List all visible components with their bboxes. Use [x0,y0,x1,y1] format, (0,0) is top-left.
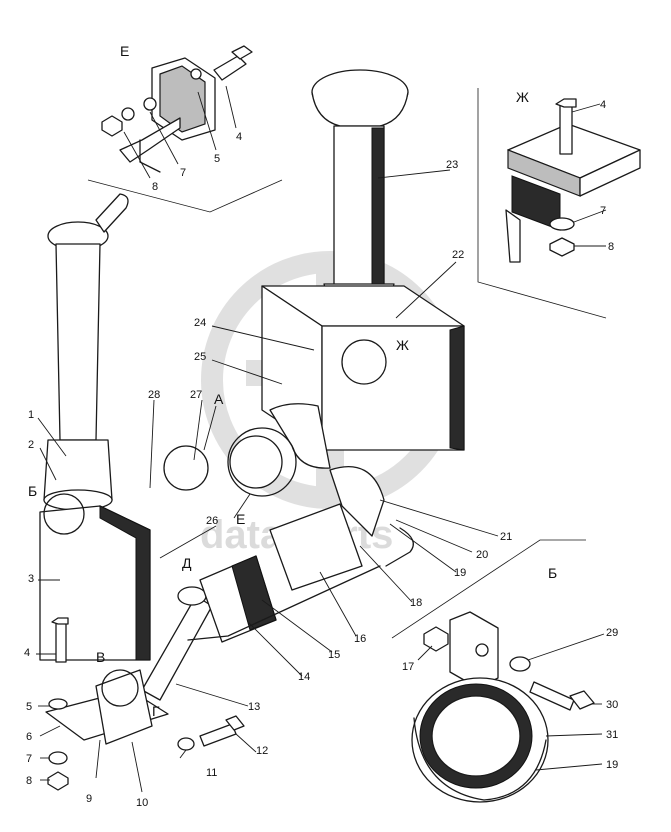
callout-4: 4 [24,647,30,659]
leader-lines [36,169,499,793]
inset-zh: Ж 4 7 8 [477,88,641,319]
hose-assembly [141,403,414,701]
detail-circle-v [101,669,139,707]
callout-3: 3 [28,573,34,585]
inset-zh-callout-4: 4 [600,99,606,111]
inset-b-callout-29: 29 [606,627,618,639]
inset-e-callout-7: 7 [180,167,186,179]
mounting-bracket [45,617,245,791]
inset-zh-title: Ж [516,89,529,105]
callout-19: 19 [454,567,466,579]
callout-21: 21 [500,531,512,543]
callout-8: 8 [26,775,32,787]
inset-b-callout-31: 31 [606,729,618,741]
callout-28: 28 [148,389,160,401]
callout-7: 7 [26,753,32,765]
inset-b-callout-30: 30 [606,699,618,711]
callout-25: 25 [194,351,206,363]
callout-16: 16 [354,633,366,645]
inset-b-title: Б [548,565,557,581]
callout-22: 22 [452,249,464,261]
callout-15: 15 [328,649,340,661]
callout-23: 23 [446,159,458,171]
callout-24: 24 [194,317,206,329]
inset-zh-callout-7: 7 [600,205,606,217]
view-mark-zh: Ж [396,337,409,353]
air-cleaner-right [261,69,465,451]
inset-e-callout-4: 4 [236,131,242,143]
inset-b-callout-19: 19 [606,759,618,771]
detail-circle-e [227,427,297,497]
callout-27: 27 [190,389,202,401]
callout-9: 9 [86,793,92,805]
air-intake-left [39,193,151,661]
inset-e: Е 4 5 7 8 [87,43,283,213]
view-mark-b: Б [28,483,37,499]
callout-1: 1 [28,409,34,421]
callout-6: 6 [26,731,32,743]
callout-10: 10 [136,797,148,809]
inset-e-title: Е [120,43,129,59]
callout-5: 5 [26,701,32,713]
view-mark-d: Д [182,555,192,571]
callout-13: 13 [248,701,260,713]
callout-26: 26 [206,515,218,527]
callout-14: 14 [298,671,310,683]
callout-18: 18 [410,597,422,609]
inset-b-callout-17: 17 [402,661,414,673]
inset-e-callout-8: 8 [152,181,158,193]
inset-zh-callout-8: 8 [608,241,614,253]
callout-20: 20 [476,549,488,561]
view-mark-e: Е [236,511,245,527]
inset-e-callout-5: 5 [214,153,220,165]
callout-11: 11 [206,767,217,779]
callout-12: 12 [256,745,268,757]
detail-circle-b [43,493,85,535]
view-mark-a: А [214,391,224,407]
detail-circle-a [163,445,209,491]
inset-b: Б 17 29 30 31 19 [391,539,618,803]
detail-circle-zh [341,339,387,385]
view-mark-g: Г [152,703,160,719]
callout-2: 2 [28,439,34,451]
view-mark-v: В [96,649,105,665]
